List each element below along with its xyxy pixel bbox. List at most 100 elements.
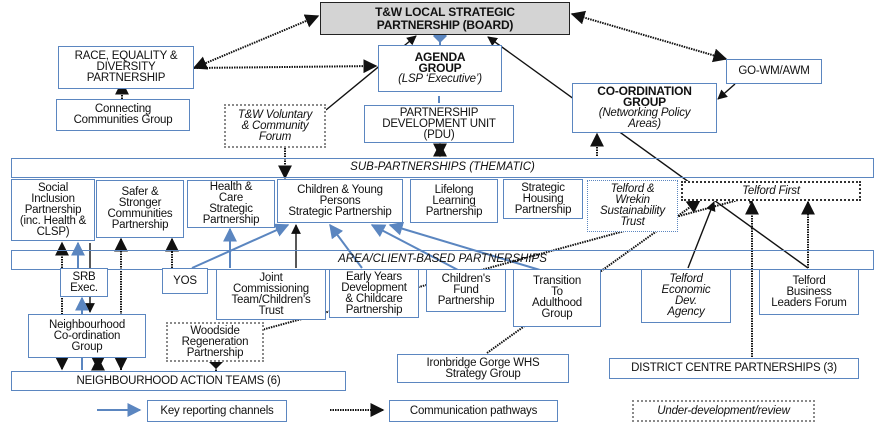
ey-line-3: & Childcare (345, 292, 403, 305)
si-line-4: (inc. Health & (19, 214, 87, 227)
agenda-title-2: GROUP (418, 61, 462, 75)
hc-line-3: Strategic (209, 203, 253, 215)
sustainability-trust-box: Telford & Wrekin Sustainability Trust (587, 180, 678, 232)
srb-line-2: Exec. (70, 281, 98, 294)
woodside-regeneration-box: Woodside Regeneration Partnership (166, 322, 264, 362)
race-line-2: DIVERSITY (96, 61, 156, 73)
ey-line-1: Early Years (346, 270, 402, 283)
neighbourhood-coordination-box: Neighbourhood Co-ordination Group (28, 314, 146, 358)
neighbourhood-action-teams-box: NEIGHBOURHOOD ACTION TEAMS (6) (11, 371, 346, 391)
coord-title-1: CO-ORDINATION (597, 84, 692, 98)
pdu-line-2: DEVELOPMENT UNIT (382, 117, 496, 130)
tw-line-2: Wrekin (615, 194, 650, 206)
agenda-group-box: AGENDA GROUP (LSP ‘Executive’) (378, 45, 502, 92)
lsp-board-box: T&W LOCAL STRATEGIC PARTNERSHIP (BOARD) (320, 2, 570, 35)
ey-line-2: Development (341, 281, 407, 294)
agenda-subtitle: (LSP ‘Executive’) (398, 73, 482, 85)
srb-exec-box: SRB Exec. (60, 268, 108, 297)
telford-first-box: Telford First (681, 181, 861, 201)
race-to-board-connector (192, 14, 320, 70)
bl-line-2: Business (786, 285, 832, 298)
wr-line-2: Regeneration (181, 335, 249, 348)
sub-partnerships-label: SUB-PARTNERSHIPS (THEMATIC) (350, 161, 535, 173)
nc-line-1: Neighbourhood (48, 318, 126, 331)
hc-line-4: Partnership (202, 214, 260, 226)
gowm-to-coord-connector (717, 83, 736, 100)
legend-communication-label: Communication pathways (409, 404, 538, 417)
legend-key-reporting: Key reporting channels (147, 400, 287, 422)
sub-partnerships-band: SUB-PARTNERSHIPS (THEMATIC) (11, 158, 874, 178)
nc-line-3: Group (71, 340, 103, 353)
jc-line-3: Team/Children's (231, 293, 311, 306)
te-line-2: Economic (661, 284, 711, 296)
wr-line-3: Partnership (186, 346, 244, 359)
si-line-5: CLSP) (36, 225, 70, 238)
ironbridge-box: Ironbridge Gorge WHS Strategy Group (397, 354, 569, 383)
sh-line-2: Housing (522, 192, 564, 205)
bl-line-1: Telford (792, 274, 826, 287)
jc-line-4: Trust (258, 304, 284, 317)
district-centre-box: DISTRICT CENTRE PARTNERSHIPS (3) (609, 358, 859, 379)
cf-line-1: Children's (441, 273, 491, 285)
si-line-3: Partnership (24, 203, 82, 216)
race-line-3: PARTNERSHIP (86, 72, 166, 84)
bl-line-3: Leaders Forum (771, 296, 847, 309)
telford-economic-box: Telford Economic Dev. Agency (641, 269, 731, 323)
agenda-title-1: AGENDA (414, 50, 466, 64)
ib-line-1: Ironbridge Gorge WHS (426, 356, 540, 369)
ta-line-1: Transition (532, 275, 582, 287)
cc-line-2: Communities Group (73, 114, 173, 126)
te-line-1: Telford (669, 273, 703, 285)
ey-line-4: Partnership (345, 303, 403, 316)
transition-adulthood-box: Transition To Adulthood Group (513, 269, 601, 327)
si-line-2: Inclusion (31, 192, 75, 205)
strategic-housing-box: Strategic Housing Partnership (503, 179, 583, 219)
jc-line-1: Joint (259, 271, 283, 284)
cyp-line-2: Persons (319, 194, 361, 207)
area-partnerships-label: AREA/CLIENT-BASED PARTNERSHIPS (338, 253, 547, 265)
cyp-line-1: Children & Young (297, 183, 383, 196)
cf-line-3: Partnership (437, 295, 495, 307)
tw-line-4: Trust (620, 216, 645, 228)
ss-line-1: Safer & (121, 186, 159, 198)
vcf-line-3: Forum (258, 130, 292, 143)
vcf-line-1: T&W Voluntary (237, 108, 313, 121)
ta-line-2: To (551, 286, 563, 298)
ss-line-4: Partnership (111, 219, 169, 231)
vcf-line-2: & Community (241, 119, 309, 132)
telford-first-label: Telford First (742, 184, 800, 197)
nat-label: NEIGHBOURHOOD ACTION TEAMS (6) (76, 374, 281, 387)
tw-line-3: Sustainability (600, 205, 665, 217)
social-inclusion-box: Social Inclusion Partnership (inc. Healt… (11, 179, 95, 241)
yos-box: YOS (162, 268, 208, 294)
voluntary-forum-box: T&W Voluntary & Community Forum (224, 104, 326, 148)
pdu-box: PARTNERSHIP DEVELOPMENT UNIT (PDU) (364, 105, 514, 143)
yos-label: YOS (173, 274, 197, 287)
coord-sub-2: Areas) (628, 118, 661, 130)
coord-title-2: GROUP (622, 95, 666, 109)
ib-line-2: Strategy Group (445, 367, 521, 380)
si-line-1: Social (37, 181, 69, 194)
pdu-line-3: (PDU) (423, 128, 455, 141)
legend-under-development: Under-development/review (632, 400, 815, 422)
hc-line-1: Health & (209, 181, 253, 193)
gowm-to-board-connector (570, 10, 728, 63)
ll-line-1: Lifelong (434, 183, 474, 196)
children-young-persons-box: Children & Young Persons Strategic Partn… (277, 179, 403, 223)
wr-line-1: Woodside (190, 324, 240, 337)
go-wm-awm-box: GO-WM/AWM (726, 59, 822, 84)
cf-line-2: Fund (453, 284, 479, 296)
te-line-4: Agency (667, 306, 705, 318)
jc-line-2: Commissioning (232, 282, 309, 295)
business-leaders-box: Telford Business Leaders Forum (759, 269, 859, 315)
srb-line-1: SRB (72, 270, 96, 283)
race-to-agenda-connector (193, 59, 378, 74)
pdu-line-1: PARTNERSHIP (399, 106, 479, 119)
ta-line-4: Group (541, 308, 573, 320)
childrens-fund-box: Children's Fund Partnership (426, 269, 506, 312)
cyp-line-3: Strategic Partnership (288, 205, 392, 218)
joint-commissioning-box: Joint Commissioning Team/Children's Trus… (216, 269, 326, 320)
early-years-box: Early Years Development & Childcare Part… (329, 269, 419, 318)
legend-key-reporting-label: Key reporting channels (160, 404, 274, 417)
coord-sub-1: (Networking Policy (598, 107, 691, 119)
